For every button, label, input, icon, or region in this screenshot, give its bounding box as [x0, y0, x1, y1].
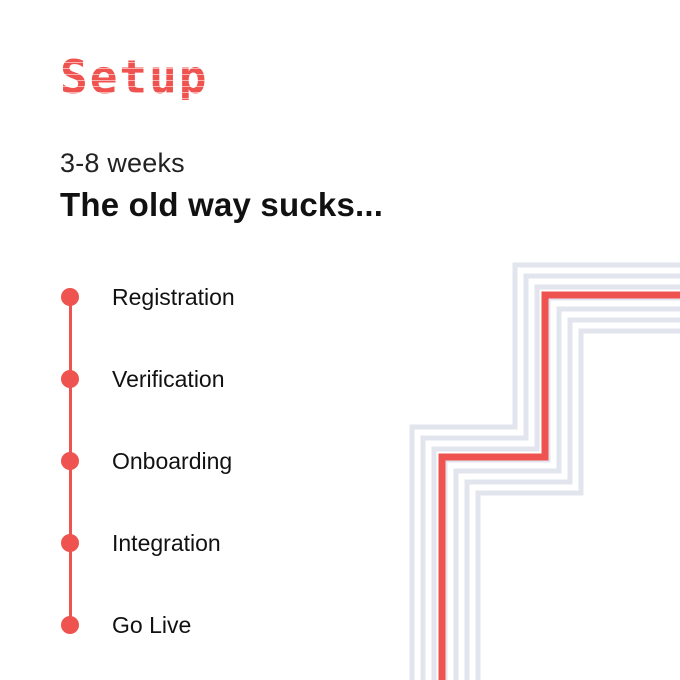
- timeline-dot-icon: [61, 452, 79, 470]
- setup-title-logo: Setup: [60, 56, 260, 100]
- pixel-grid-line: [60, 74, 260, 75]
- staircase-accent-line: [438, 291, 680, 680]
- staircase-gray-line: [453, 306, 680, 680]
- timeline-step-label: Verification: [112, 366, 225, 392]
- pixel-grid-line: [60, 80, 260, 81]
- timeline-step: Verification: [0, 363, 400, 395]
- staircase-gray-line: [431, 284, 680, 680]
- timeline-step-label: Integration: [112, 530, 221, 556]
- timeline-dot-icon: [61, 534, 79, 552]
- timeline-step-label: Onboarding: [112, 448, 233, 474]
- staircase-lines-graphic: [409, 262, 680, 680]
- staircase-gray-line: [409, 262, 680, 680]
- timeline-step: Onboarding: [0, 445, 400, 477]
- timeline-step-label: Go Live: [112, 612, 192, 638]
- timeline-dot-icon: [61, 370, 79, 388]
- staircase-gray-line: [420, 273, 680, 680]
- headline: The old way sucks...: [60, 186, 384, 223]
- timeline-step: Go Live: [0, 609, 400, 641]
- timeline-dot-icon: [61, 288, 79, 306]
- pixel-grid-line: [60, 86, 260, 87]
- timeline-step-label: Registration: [112, 284, 235, 310]
- timeline-dot-icon: [61, 616, 79, 634]
- pixel-grid-line: [60, 98, 260, 99]
- duration-subtitle: 3-8 weeks: [60, 148, 185, 178]
- staircase-gray-line: [475, 328, 680, 680]
- staircase-gray-line: [464, 317, 680, 680]
- timeline-step: Integration: [0, 527, 400, 559]
- timeline-step: Registration: [0, 281, 400, 313]
- pixel-grid-line: [60, 62, 260, 63]
- pixel-grid-line: [60, 92, 260, 93]
- pixel-grid-line: [60, 68, 260, 69]
